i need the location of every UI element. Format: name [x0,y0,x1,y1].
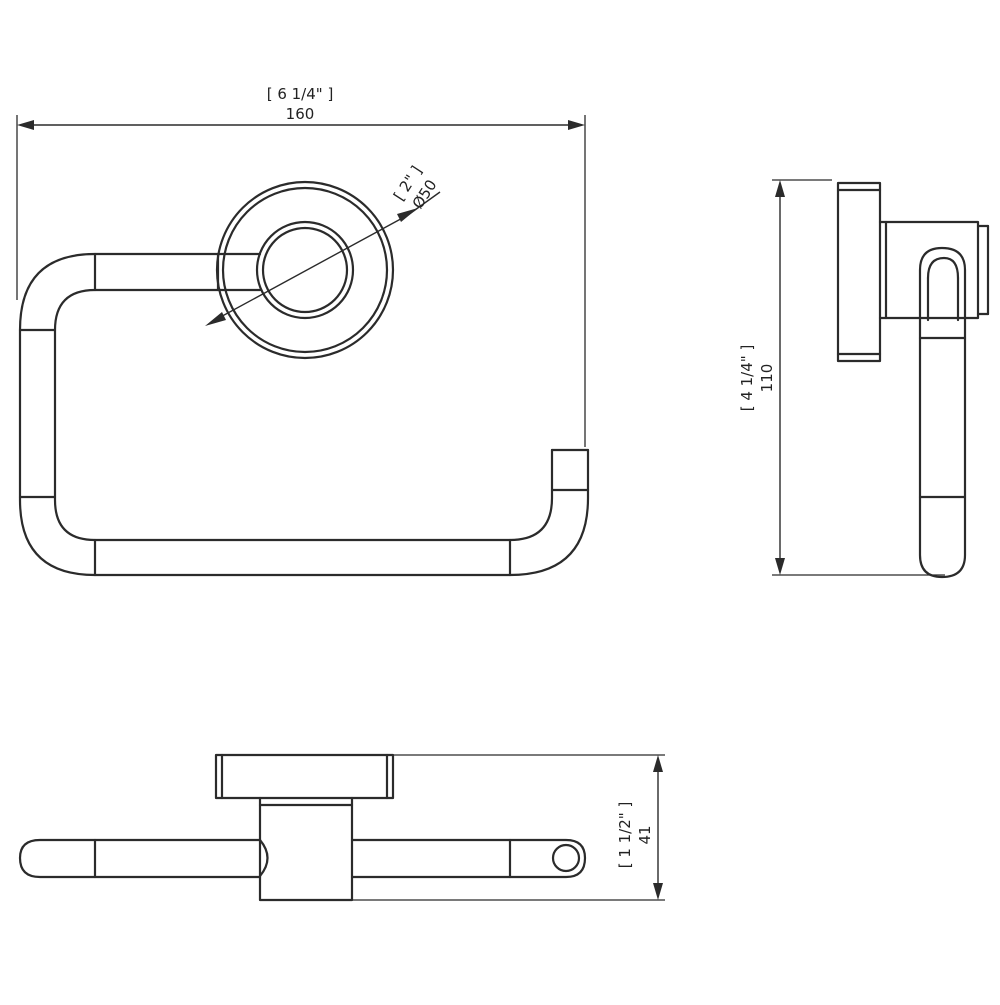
width-metric-label: 160 [286,105,315,123]
depth-dimension: [ 1 1/2" ] 41 [352,754,665,901]
top-mount-body [258,796,354,902]
rosette [215,180,395,360]
depth-imperial-label: [ 1 1/2" ] [616,802,634,869]
width-dimension: [ 6 1/4" ] 160 [16,85,586,447]
top-arm [18,838,587,879]
side-view: [ 4 1/4" ] 110 [738,179,990,579]
holder-arm [18,252,590,577]
height-imperial-label: [ 4 1/4" ] [738,345,756,412]
side-mount-body [878,220,990,320]
side-wall-plate [836,181,882,363]
width-imperial-label: [ 6 1/4" ] [267,85,334,103]
height-metric-label: 110 [758,364,776,393]
top-view: [ 1 1/2" ] 41 [18,753,665,902]
height-dimension: [ 4 1/4" ] 110 [738,179,945,576]
depth-metric-label: 41 [636,825,654,844]
diameter-dimension: [ 2" ] Ø50 [205,163,441,326]
top-wall-plate [214,753,395,800]
side-arm [918,246,967,579]
front-view: [ 6 1/4" ] 160 [16,85,590,577]
